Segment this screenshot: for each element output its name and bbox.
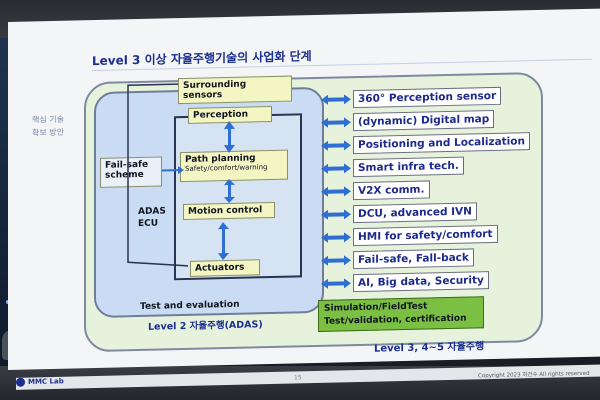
double-arrow-icon [321, 117, 351, 128]
double-arrow-icon [321, 209, 351, 220]
double-arrow-icon [321, 163, 351, 174]
tech-item: Smart infra tech. [353, 156, 464, 178]
vertical-arrows [218, 120, 235, 261]
double-arrow-icon [321, 232, 351, 243]
tech-item: AI, Big data, Security [353, 271, 489, 293]
double-arrow-icon [321, 140, 351, 151]
simulation-test-box: Simulation/FieldTest Test/validation, ce… [318, 296, 484, 332]
failsafe-arrowhead [178, 166, 184, 175]
tech-item: DCU, advanced IVN [353, 202, 477, 224]
connector-lines [127, 83, 235, 267]
double-arrow-icon [321, 278, 351, 289]
tech-item: 360° Perception sensor [353, 86, 502, 109]
double-arrow-icon [321, 255, 351, 266]
level3-label: Level 3, 4~5 자율주행 [374, 341, 485, 355]
double-arrow-icon [321, 94, 351, 105]
validation-label: Test/validation, certification [324, 313, 467, 327]
lab-logo: MMC Lab [16, 377, 64, 387]
tech-item: (dynamic) Digital map [353, 109, 495, 132]
projection-screen: Level 3 이상 자율주행기술의 사업화 단계 핵심 기술 확보 방안 Su… [8, 8, 600, 390]
tech-item: V2X comm. [353, 180, 430, 201]
tech-item: HMI for safety/comfort [353, 224, 498, 247]
tech-item: Fail-safe, Fall-back [353, 248, 474, 270]
lab-logo-icon [16, 377, 25, 387]
lab-name: MMC Lab [28, 377, 64, 387]
feedback-line [127, 83, 189, 267]
double-arrow-icon [321, 186, 351, 197]
page-number: 15 [294, 374, 302, 382]
